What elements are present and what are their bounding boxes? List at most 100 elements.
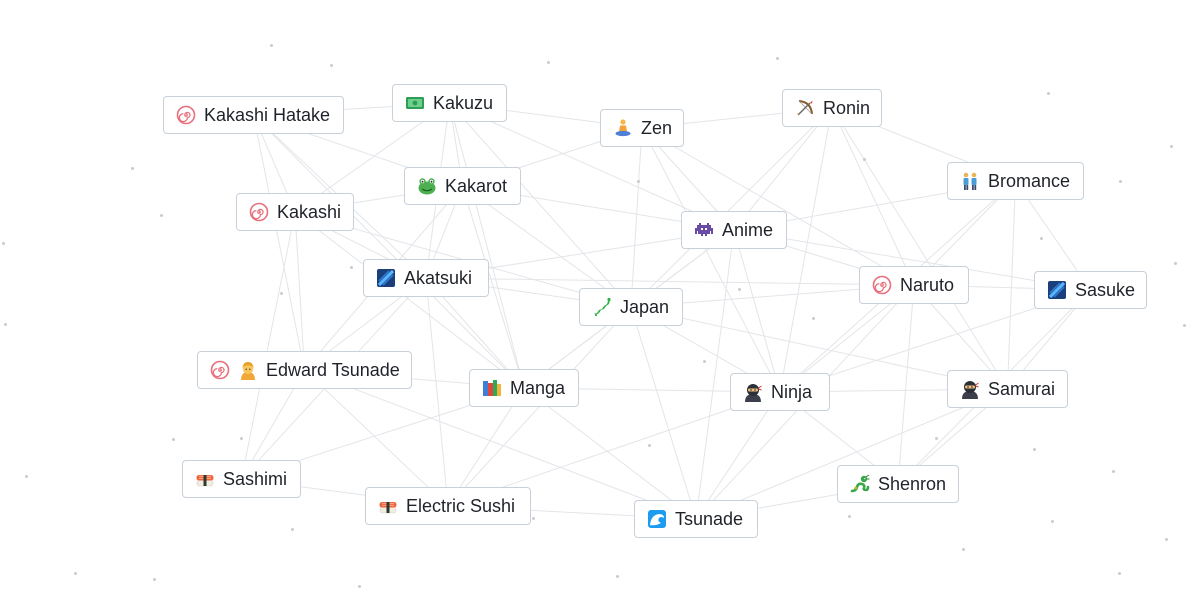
element-tile-manga[interactable]: Manga bbox=[469, 369, 579, 407]
star-dot bbox=[547, 61, 550, 64]
element-tile-electric-sushi[interactable]: Electric Sushi bbox=[365, 487, 531, 525]
two-men-icon bbox=[960, 171, 980, 191]
money-icon bbox=[405, 93, 425, 113]
tile-label: Tsunade bbox=[675, 508, 744, 529]
connection-line bbox=[630, 306, 1008, 390]
ninja-icon bbox=[960, 379, 980, 399]
connection-line bbox=[449, 102, 525, 389]
star-dot bbox=[616, 575, 619, 578]
star-dot bbox=[776, 57, 779, 60]
tile-label: Zen bbox=[641, 117, 673, 138]
connection-line bbox=[449, 102, 632, 308]
connection-line bbox=[447, 387, 525, 507]
star-dot bbox=[1170, 145, 1173, 148]
element-tile-kakashi-hatake[interactable]: Kakashi Hatake bbox=[163, 96, 344, 134]
star-dot bbox=[637, 180, 640, 183]
star-dot bbox=[74, 572, 77, 575]
connection-line bbox=[462, 185, 632, 308]
space-invader-icon bbox=[694, 220, 714, 240]
tile-label: Ronin bbox=[823, 97, 871, 118]
connection-line bbox=[462, 185, 525, 389]
connection-line bbox=[733, 107, 833, 231]
star-dot bbox=[2, 242, 5, 245]
connection-line bbox=[304, 369, 449, 507]
star-dot bbox=[648, 444, 651, 447]
person-blonde-icon bbox=[238, 360, 258, 380]
tile-label: Japan bbox=[620, 296, 670, 317]
element-tile-ninja[interactable]: Ninja bbox=[730, 373, 830, 411]
element-tile-tsunade[interactable]: Tsunade bbox=[634, 500, 758, 538]
star-dot bbox=[25, 475, 28, 478]
connection-line bbox=[294, 211, 305, 371]
swirl-icon bbox=[210, 360, 230, 380]
element-tile-zen[interactable]: Zen bbox=[600, 109, 684, 147]
connection-line bbox=[831, 107, 915, 286]
element-tile-kakuzu[interactable]: Kakuzu bbox=[392, 84, 507, 122]
element-tile-bromance[interactable]: Bromance bbox=[947, 162, 1084, 200]
star-dot bbox=[532, 517, 535, 520]
element-tile-samurai[interactable]: Samurai bbox=[947, 370, 1068, 408]
star-dot bbox=[1119, 180, 1122, 183]
tile-label: Electric Sushi bbox=[406, 495, 516, 516]
star-dot bbox=[350, 266, 353, 269]
element-tile-sashimi[interactable]: Sashimi bbox=[182, 460, 301, 498]
meditating-person-icon bbox=[613, 118, 633, 138]
tile-label: Edward Tsunade bbox=[266, 359, 400, 380]
tile-label: Shenron bbox=[878, 473, 947, 494]
connection-line bbox=[733, 229, 781, 393]
bow-and-arrow-icon bbox=[795, 98, 815, 118]
star-dot bbox=[1051, 520, 1054, 523]
tile-label: Bromance bbox=[988, 170, 1071, 191]
element-tile-ronin[interactable]: Ronin bbox=[782, 89, 882, 127]
frog-icon bbox=[417, 176, 437, 196]
tile-label: Kakuzu bbox=[433, 92, 494, 113]
connection-line bbox=[831, 107, 1008, 390]
books-icon bbox=[482, 378, 502, 398]
tile-label: Sashimi bbox=[223, 468, 288, 489]
tile-label: Kakarot bbox=[445, 175, 508, 196]
star-dot bbox=[270, 44, 273, 47]
star-dot bbox=[131, 167, 134, 170]
tile-label: Anime bbox=[722, 219, 774, 240]
connection-line bbox=[641, 127, 781, 393]
japan-map-icon bbox=[592, 297, 612, 317]
element-tile-kakarot[interactable]: Kakarot bbox=[404, 167, 521, 205]
star-dot bbox=[330, 64, 333, 67]
connection-line bbox=[630, 127, 643, 308]
connection-line bbox=[641, 127, 915, 286]
blue-slash-icon bbox=[1047, 280, 1067, 300]
star-dot bbox=[962, 548, 965, 551]
connection-line bbox=[779, 107, 833, 393]
sushi-icon bbox=[195, 469, 215, 489]
element-tile-shenron[interactable]: Shenron bbox=[837, 465, 959, 503]
star-dot bbox=[703, 360, 706, 363]
element-tile-japan[interactable]: Japan bbox=[579, 288, 683, 326]
element-tile-sasuke[interactable]: Sasuke bbox=[1034, 271, 1147, 309]
star-dot bbox=[1165, 538, 1168, 541]
connection-line bbox=[294, 211, 525, 389]
star-dot bbox=[812, 317, 815, 320]
star-dot bbox=[4, 323, 7, 326]
connection-line bbox=[425, 277, 449, 507]
dragon-icon bbox=[850, 474, 870, 494]
element-tile-edward-tsunade[interactable]: Edward Tsunade bbox=[197, 351, 412, 389]
swirl-icon bbox=[872, 275, 892, 295]
star-dot bbox=[1118, 572, 1121, 575]
star-dot bbox=[738, 288, 741, 291]
connection-line bbox=[253, 114, 525, 389]
element-tile-akatsuki[interactable]: Akatsuki bbox=[363, 259, 489, 297]
star-dot bbox=[848, 515, 851, 518]
tile-label: Samurai bbox=[988, 378, 1056, 399]
connection-line bbox=[425, 277, 915, 286]
element-tile-anime[interactable]: Anime bbox=[681, 211, 787, 249]
element-tile-naruto[interactable]: Naruto bbox=[859, 266, 969, 304]
tile-label: Ninja bbox=[771, 381, 813, 402]
element-tile-kakashi[interactable]: Kakashi bbox=[236, 193, 354, 231]
connection-line bbox=[695, 391, 781, 520]
star-dot bbox=[1112, 470, 1115, 473]
connection-line bbox=[630, 107, 833, 308]
connection-line bbox=[1007, 180, 1016, 390]
star-dot bbox=[291, 528, 294, 531]
tile-label: Kakashi Hatake bbox=[204, 104, 331, 125]
